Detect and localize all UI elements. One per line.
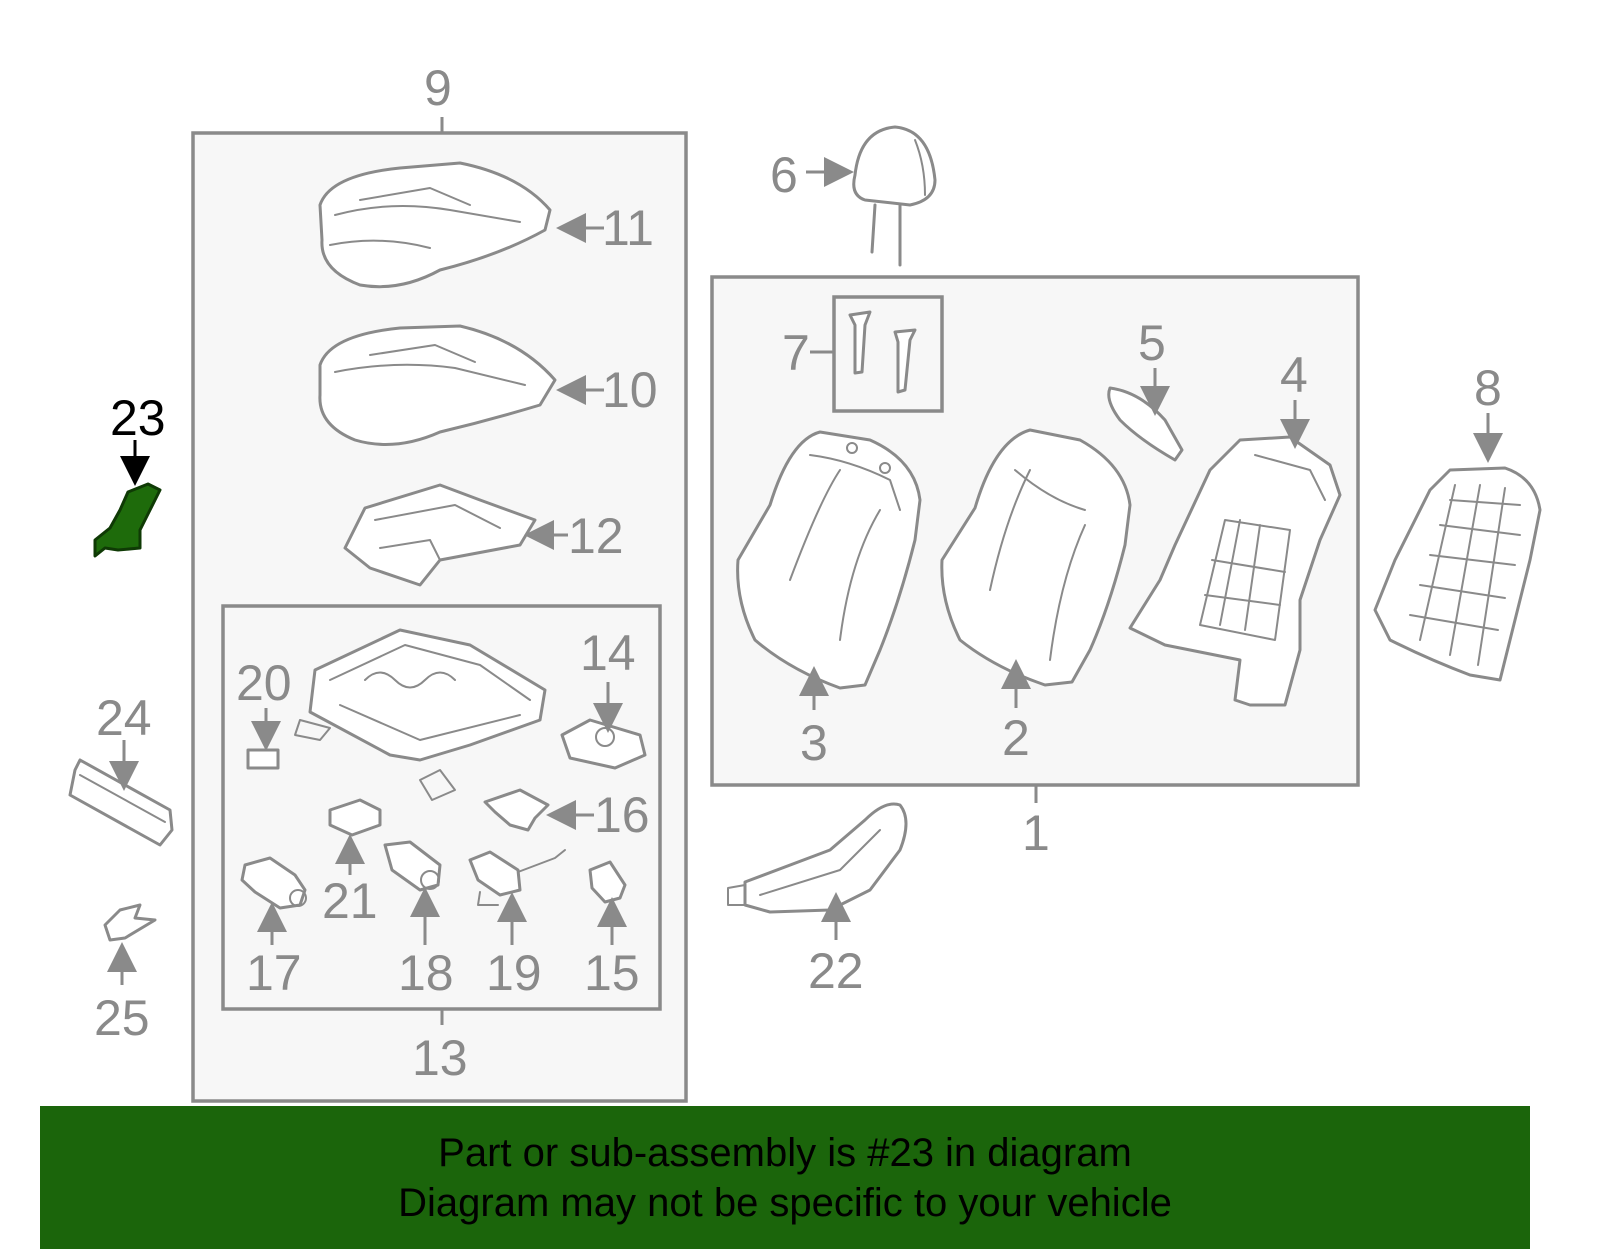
label-25: 25	[94, 990, 150, 1046]
label-13: 13	[412, 1030, 468, 1086]
part-24-trim-panel[interactable]	[68, 758, 174, 847]
part-10-seat-pad[interactable]	[318, 324, 557, 446]
part-8-back-panel[interactable]	[1373, 466, 1542, 682]
part-23-highlighted[interactable]	[93, 482, 162, 558]
part-7-headrest-guides[interactable]	[848, 310, 917, 394]
part-17-motor[interactable]	[240, 856, 307, 910]
label-16: 16	[594, 787, 650, 843]
label-15: 15	[584, 945, 640, 1001]
label-11: 11	[602, 200, 654, 256]
part-2-back-pad[interactable]	[940, 428, 1132, 687]
label-17: 17	[246, 945, 302, 1001]
label-3: 3	[800, 715, 828, 771]
label-24: 24	[96, 690, 152, 746]
part-11-seat-cover[interactable]	[318, 161, 552, 289]
part-20-block[interactable]	[246, 748, 280, 770]
label-22: 22	[808, 943, 864, 999]
part-16-bracket[interactable]	[483, 788, 550, 832]
part-22-side-cover[interactable]	[727, 802, 908, 914]
part-12-heater-mat[interactable]	[343, 483, 537, 587]
banner-line-2: Diagram may not be specific to your vehi…	[398, 1180, 1172, 1225]
label-8: 8	[1474, 360, 1502, 416]
label-10: 10	[602, 362, 658, 418]
part-4-back-frame[interactable]	[1128, 435, 1342, 707]
part-25-clip[interactable]	[103, 903, 157, 942]
label-21: 21	[322, 873, 378, 929]
label-18: 18	[398, 945, 454, 1001]
part-3-back-cover[interactable]	[736, 430, 922, 690]
banner-line-1: Part or sub-assembly is #23 in diagram	[438, 1130, 1132, 1175]
part-18-motor[interactable]	[383, 840, 442, 892]
label-14: 14	[580, 625, 636, 681]
part-20-seat-frame[interactable]	[294, 628, 547, 801]
label-6: 6	[770, 147, 798, 203]
part-5-trim[interactable]	[1107, 386, 1184, 462]
label-2: 2	[1002, 710, 1030, 766]
label-23-highlighted: 23	[110, 390, 166, 446]
label-5: 5	[1138, 315, 1166, 371]
label-4: 4	[1280, 347, 1308, 403]
part-6-headrest[interactable]	[852, 125, 937, 267]
part-19-motor[interactable]	[468, 849, 566, 906]
label-19: 19	[486, 945, 542, 1001]
info-banner: Part or sub-assembly is #23 in diagram D…	[40, 1106, 1530, 1249]
label-1: 1	[1022, 805, 1050, 861]
part-21-module[interactable]	[328, 798, 382, 837]
label-9: 9	[424, 60, 452, 116]
label-7: 7	[782, 325, 810, 381]
label-20: 20	[236, 655, 292, 711]
label-12: 12	[568, 508, 624, 564]
